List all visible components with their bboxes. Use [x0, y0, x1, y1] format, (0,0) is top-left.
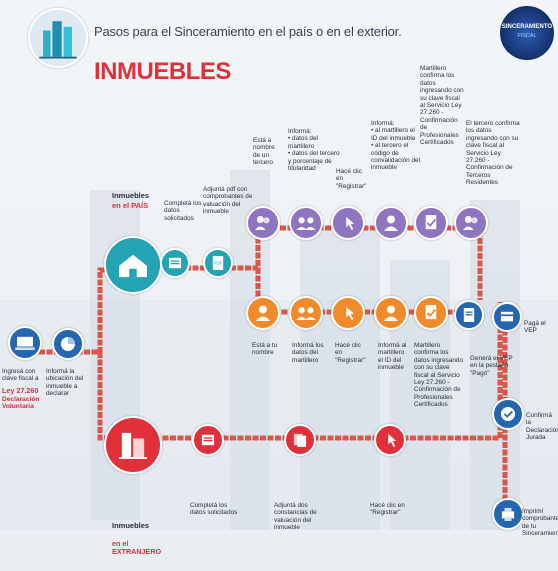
page-subtitle: INMUEBLES — [94, 58, 231, 85]
person-icon — [374, 206, 408, 240]
pdf-icon: PDF — [203, 248, 233, 278]
badge-line1: SINCERAMIENTO — [501, 24, 553, 30]
svg-text:PDF: PDF — [214, 261, 223, 266]
form-icon — [160, 248, 190, 278]
extranjero-label-em: en el EXTRANJERO — [112, 539, 162, 556]
documents-icon — [284, 424, 316, 456]
badge-line2: FISCAL — [517, 33, 537, 39]
buildings-icon — [28, 8, 88, 68]
pais-step-pdf: Adjuntá pdf con comprobantes de valuació… — [203, 186, 253, 216]
person-pair-icon-2 — [454, 206, 488, 240]
final-confirma: Confirmá la Declaración Jurada — [526, 412, 558, 442]
step-ingresa: Ingresá con clave fiscal a — [2, 368, 39, 383]
step-ubicacion: Informá la ubicación del inmueble a decl… — [46, 368, 84, 398]
orange-step-nombre: Está a tu nombre — [252, 342, 278, 357]
check-doc-orange-icon — [414, 296, 448, 330]
step-ingresa-law: Ley 27.260 — [2, 386, 39, 395]
people-icon — [289, 206, 323, 240]
orange-step-datos: Informá los datos del martillero — [292, 342, 324, 364]
click-icon — [331, 206, 365, 240]
form-red-icon — [192, 424, 224, 456]
click-orange-icon — [331, 296, 365, 330]
purple-step-tercero-confirma: El tercero confirma los datos ingresando… — [466, 120, 520, 187]
orange-step-id: Informá al martillero el ID del inmueble — [378, 342, 407, 372]
check-doc-icon — [414, 206, 448, 240]
bg-city-band — [0, 300, 558, 530]
person-orange-icon — [246, 296, 280, 330]
house-icon — [104, 236, 162, 294]
extranjero-step-datos: Completá los datos solicitados — [190, 502, 238, 517]
pais-step-datos: Completá los datos solicitados — [164, 200, 202, 222]
extranjero-step-adj: Adjuntá dos constancias de valuación del… — [274, 502, 317, 532]
final-imprimi: Imprimí comprobante de tu Sinceramiento — [522, 508, 558, 538]
pais-label: Inmuebles — [112, 191, 150, 200]
purple-step-informa: Informá: • datos del martillero • datos … — [288, 128, 340, 173]
page-title: Pasos para el Sinceramiento en el país o… — [94, 24, 402, 39]
purple-step-tercero: Está a nombre de un tercero — [253, 137, 275, 167]
bg-building — [300, 230, 380, 530]
final-vep: Generá el VEP en la pestaña "Pagó" — [470, 355, 513, 377]
pais-label-em: en el PAÍS — [112, 201, 149, 210]
extranjero-step-reg: Hacé clic en "Registrar" — [370, 502, 405, 517]
click-red-icon — [374, 424, 406, 456]
people-orange-icon — [289, 296, 323, 330]
person-pair-icon — [246, 206, 280, 240]
step-ingresa-law2: Declaración Voluntaria — [2, 396, 40, 411]
person-orange-icon-2 — [374, 296, 408, 330]
final-paga: Pagá el VEP — [524, 320, 546, 335]
printer-icon — [492, 498, 524, 530]
pie-chart-icon — [52, 328, 84, 360]
buildings-abroad-icon — [104, 416, 162, 474]
purple-step-informa-id: Informá: • al martillero el ID del inmue… — [371, 120, 421, 172]
purple-step-registrar: Hacé clic en "Registrar" — [336, 168, 367, 190]
orange-step-registrar: Hacé clic en "Registrar" — [335, 342, 366, 364]
payment-icon — [492, 302, 522, 332]
extranjero-label: Inmuebles — [112, 521, 150, 530]
sinceramiento-badge: SINCERAMIENTO FISCAL — [500, 6, 554, 60]
laptop-icon — [8, 326, 42, 360]
vep-icon — [454, 300, 484, 330]
confirm-check-icon — [492, 398, 524, 430]
orange-step-martillero: Martillero confirma los datos ingresando… — [414, 342, 464, 409]
purple-step-martillero: Martillero confirma los datos ingresando… — [420, 65, 464, 147]
